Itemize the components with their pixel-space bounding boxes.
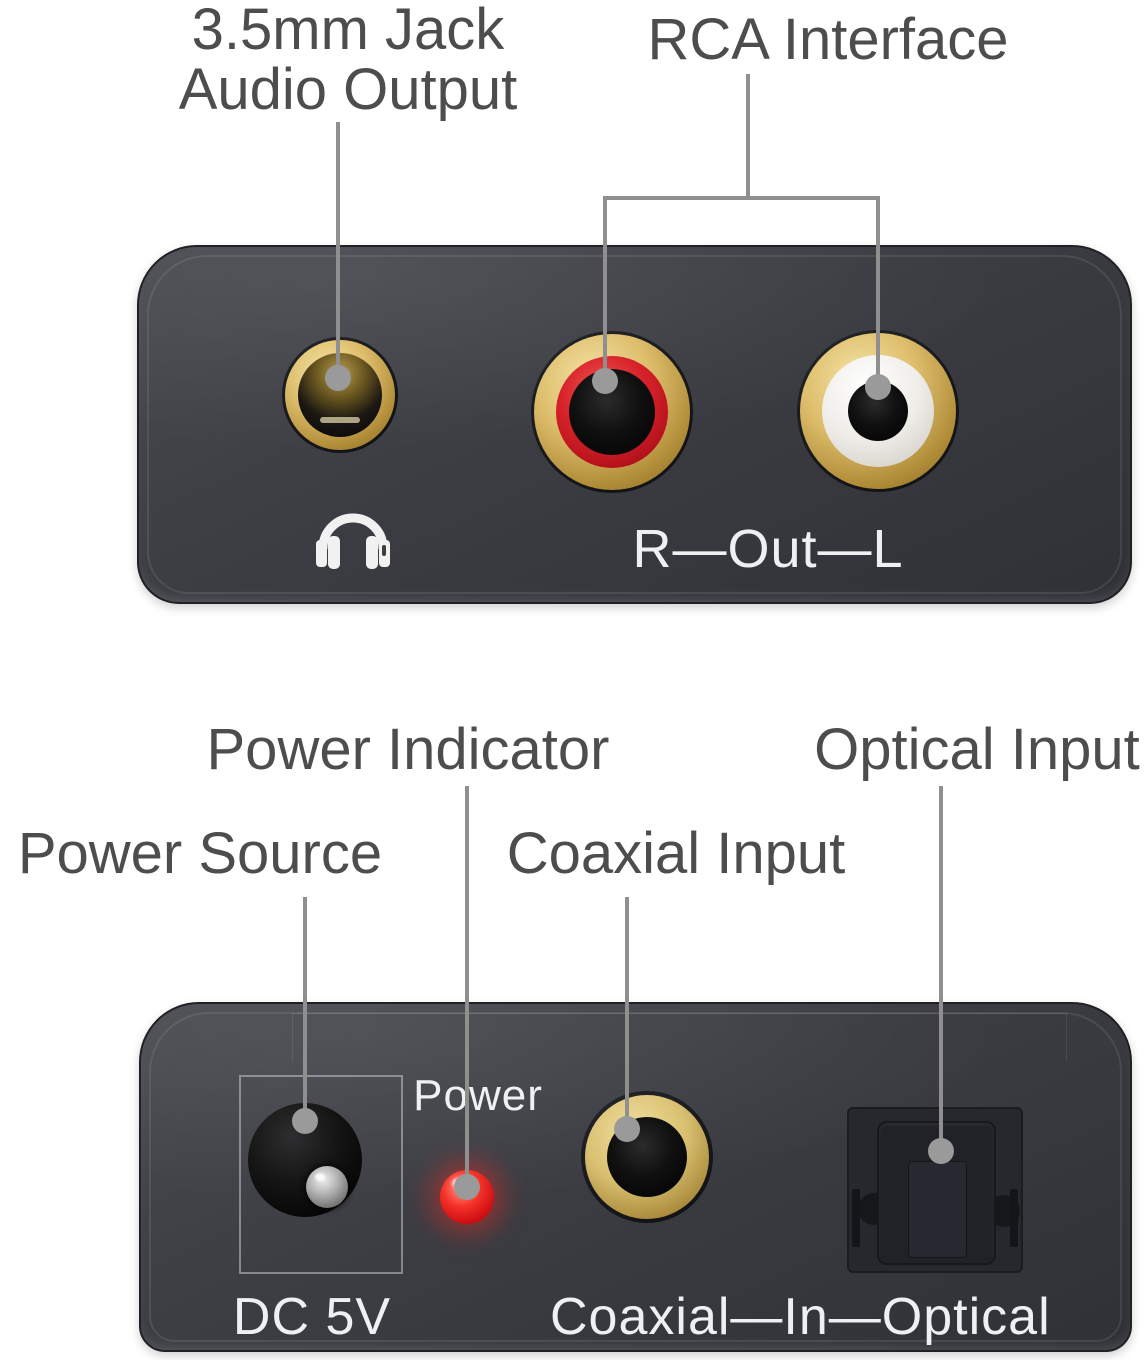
marking-power: Power xyxy=(413,1071,543,1120)
leader-line-rca-red xyxy=(603,196,607,382)
label-optical-input: Optical Input xyxy=(814,717,1140,782)
leader-line-power-source xyxy=(303,897,307,1122)
label-power-indicator: Power Indicator xyxy=(206,717,610,782)
leader-dot-coaxial xyxy=(614,1116,640,1142)
optical-slot-right xyxy=(1010,1189,1018,1247)
rca-jack-white xyxy=(797,330,959,492)
35mm-jack-contact xyxy=(320,417,360,423)
optical-input-port xyxy=(847,1107,1023,1273)
dac-input-panel: DC 5V Power Coaxial—In—Optical xyxy=(139,1002,1132,1352)
leader-dot-power-source xyxy=(292,1108,318,1134)
leader-dot-35mm-jack xyxy=(325,365,351,391)
leader-stem-rca xyxy=(746,74,750,198)
coaxial-gold-ring xyxy=(585,1095,709,1219)
35mm-headphone-jack xyxy=(282,337,398,453)
case-seam xyxy=(292,1013,1067,1062)
rca-red-gold-ring xyxy=(534,334,690,490)
leader-dot-rca-white xyxy=(865,374,891,400)
35mm-jack-gold-ring xyxy=(285,340,395,450)
marking-coaxial-in-optical: Coaxial—In—Optical xyxy=(550,1288,1051,1346)
rca-jack-red xyxy=(531,331,693,493)
leader-line-power-indicator xyxy=(465,786,469,1188)
leader-dot-optical xyxy=(928,1138,954,1164)
leader-line-35mm-jack xyxy=(336,122,340,378)
headphones-icon xyxy=(316,513,390,569)
dc-jack-outline xyxy=(239,1075,403,1274)
leader-dot-power-indicator xyxy=(454,1174,480,1200)
leader-dot-rca-red xyxy=(592,368,618,394)
leader-line-coaxial xyxy=(625,897,629,1130)
leader-line-rca-white xyxy=(876,196,880,388)
leader-bar-rca xyxy=(603,196,880,200)
label-line-2: Audio Output xyxy=(178,57,518,122)
marking-dc-5v: DC 5V xyxy=(232,1288,392,1346)
optical-slot-left xyxy=(852,1189,860,1247)
marking-r-out-l: R—Out—L xyxy=(632,519,904,579)
label-35mm-jack-audio-output: 3.5mm Jack Audio Output xyxy=(118,0,578,120)
label-power-source: Power Source xyxy=(17,821,383,886)
dc-power-pin xyxy=(306,1166,348,1208)
dac-output-panel: R—Out—L xyxy=(137,245,1132,604)
label-rca-interface: RCA Interface xyxy=(647,7,1009,72)
optical-connector-plug xyxy=(908,1161,967,1258)
label-coaxial-input: Coaxial Input xyxy=(506,821,846,886)
leader-line-optical xyxy=(939,786,943,1152)
label-line-1: 3.5mm Jack xyxy=(191,0,505,62)
coaxial-input-jack xyxy=(581,1091,713,1223)
